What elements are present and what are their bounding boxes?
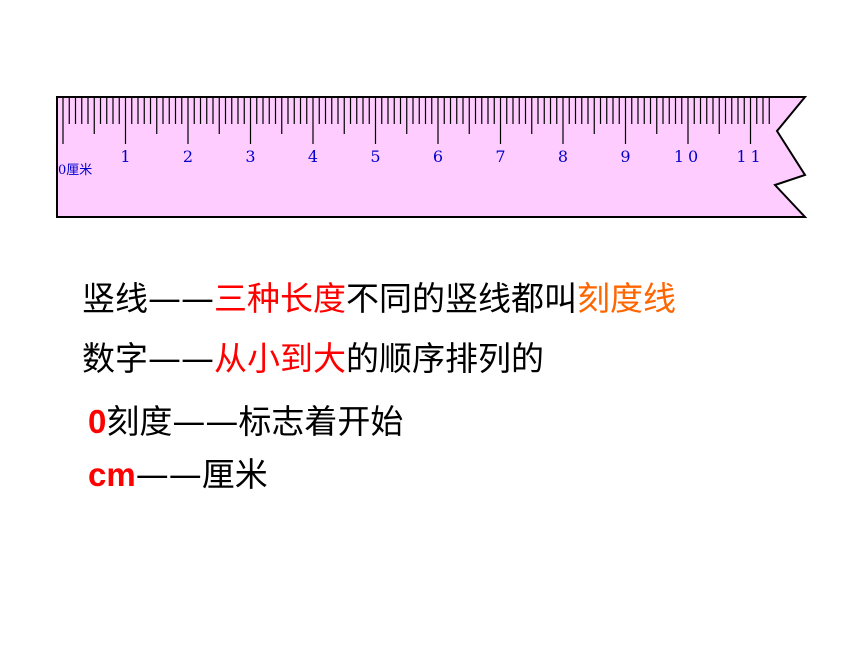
text-segment: 竖线—— xyxy=(82,279,214,318)
ruler-number: 9 xyxy=(620,147,630,166)
text-line-vertical-lines: 竖线——三种长度不同的竖线都叫刻度线 xyxy=(82,279,676,319)
text-segment: 数字—— xyxy=(82,339,214,378)
text-segment: 0 xyxy=(88,403,107,440)
ruler-number: 11 xyxy=(736,147,764,166)
ruler-number: 3 xyxy=(245,147,255,166)
ruler-number: 5 xyxy=(370,147,380,166)
ruler-number: 1 xyxy=(120,147,130,166)
text-line-zero-mark: 0刻度——标志着开始 xyxy=(88,402,403,442)
tick-marks xyxy=(62,98,770,144)
text-segment: 的顺序排列的 xyxy=(346,339,544,378)
ruler-number: 10 xyxy=(674,147,702,166)
ruler-number: 8 xyxy=(558,147,568,166)
ruler: 1 2 3 4 5 6 7 8 9 10 11 0厘米 xyxy=(56,96,808,218)
text-segment: 刻度线 xyxy=(577,279,676,318)
ruler-number: 6 xyxy=(433,147,443,166)
text-segment: cm xyxy=(88,456,136,493)
text-segment: 刻度——标志着开始 xyxy=(106,402,404,441)
text-segment: 三种长度 xyxy=(214,279,346,318)
ruler-number: 4 xyxy=(308,147,318,166)
text-segment: ——厘米 xyxy=(135,455,268,494)
ruler-unit-label: 0厘米 xyxy=(58,163,92,178)
text-line-cm: cm——厘米 xyxy=(88,455,268,495)
ruler-number: 2 xyxy=(183,147,193,166)
text-segment: 不同的竖线都叫 xyxy=(346,279,577,318)
text-segment: 从小到大 xyxy=(214,339,346,378)
ruler-number: 7 xyxy=(495,147,505,166)
text-line-numbers: 数字——从小到大的顺序排列的 xyxy=(82,339,544,379)
ruler-body xyxy=(56,96,808,218)
ruler-numbers: 1 2 3 4 5 6 7 8 9 10 11 xyxy=(120,147,764,166)
